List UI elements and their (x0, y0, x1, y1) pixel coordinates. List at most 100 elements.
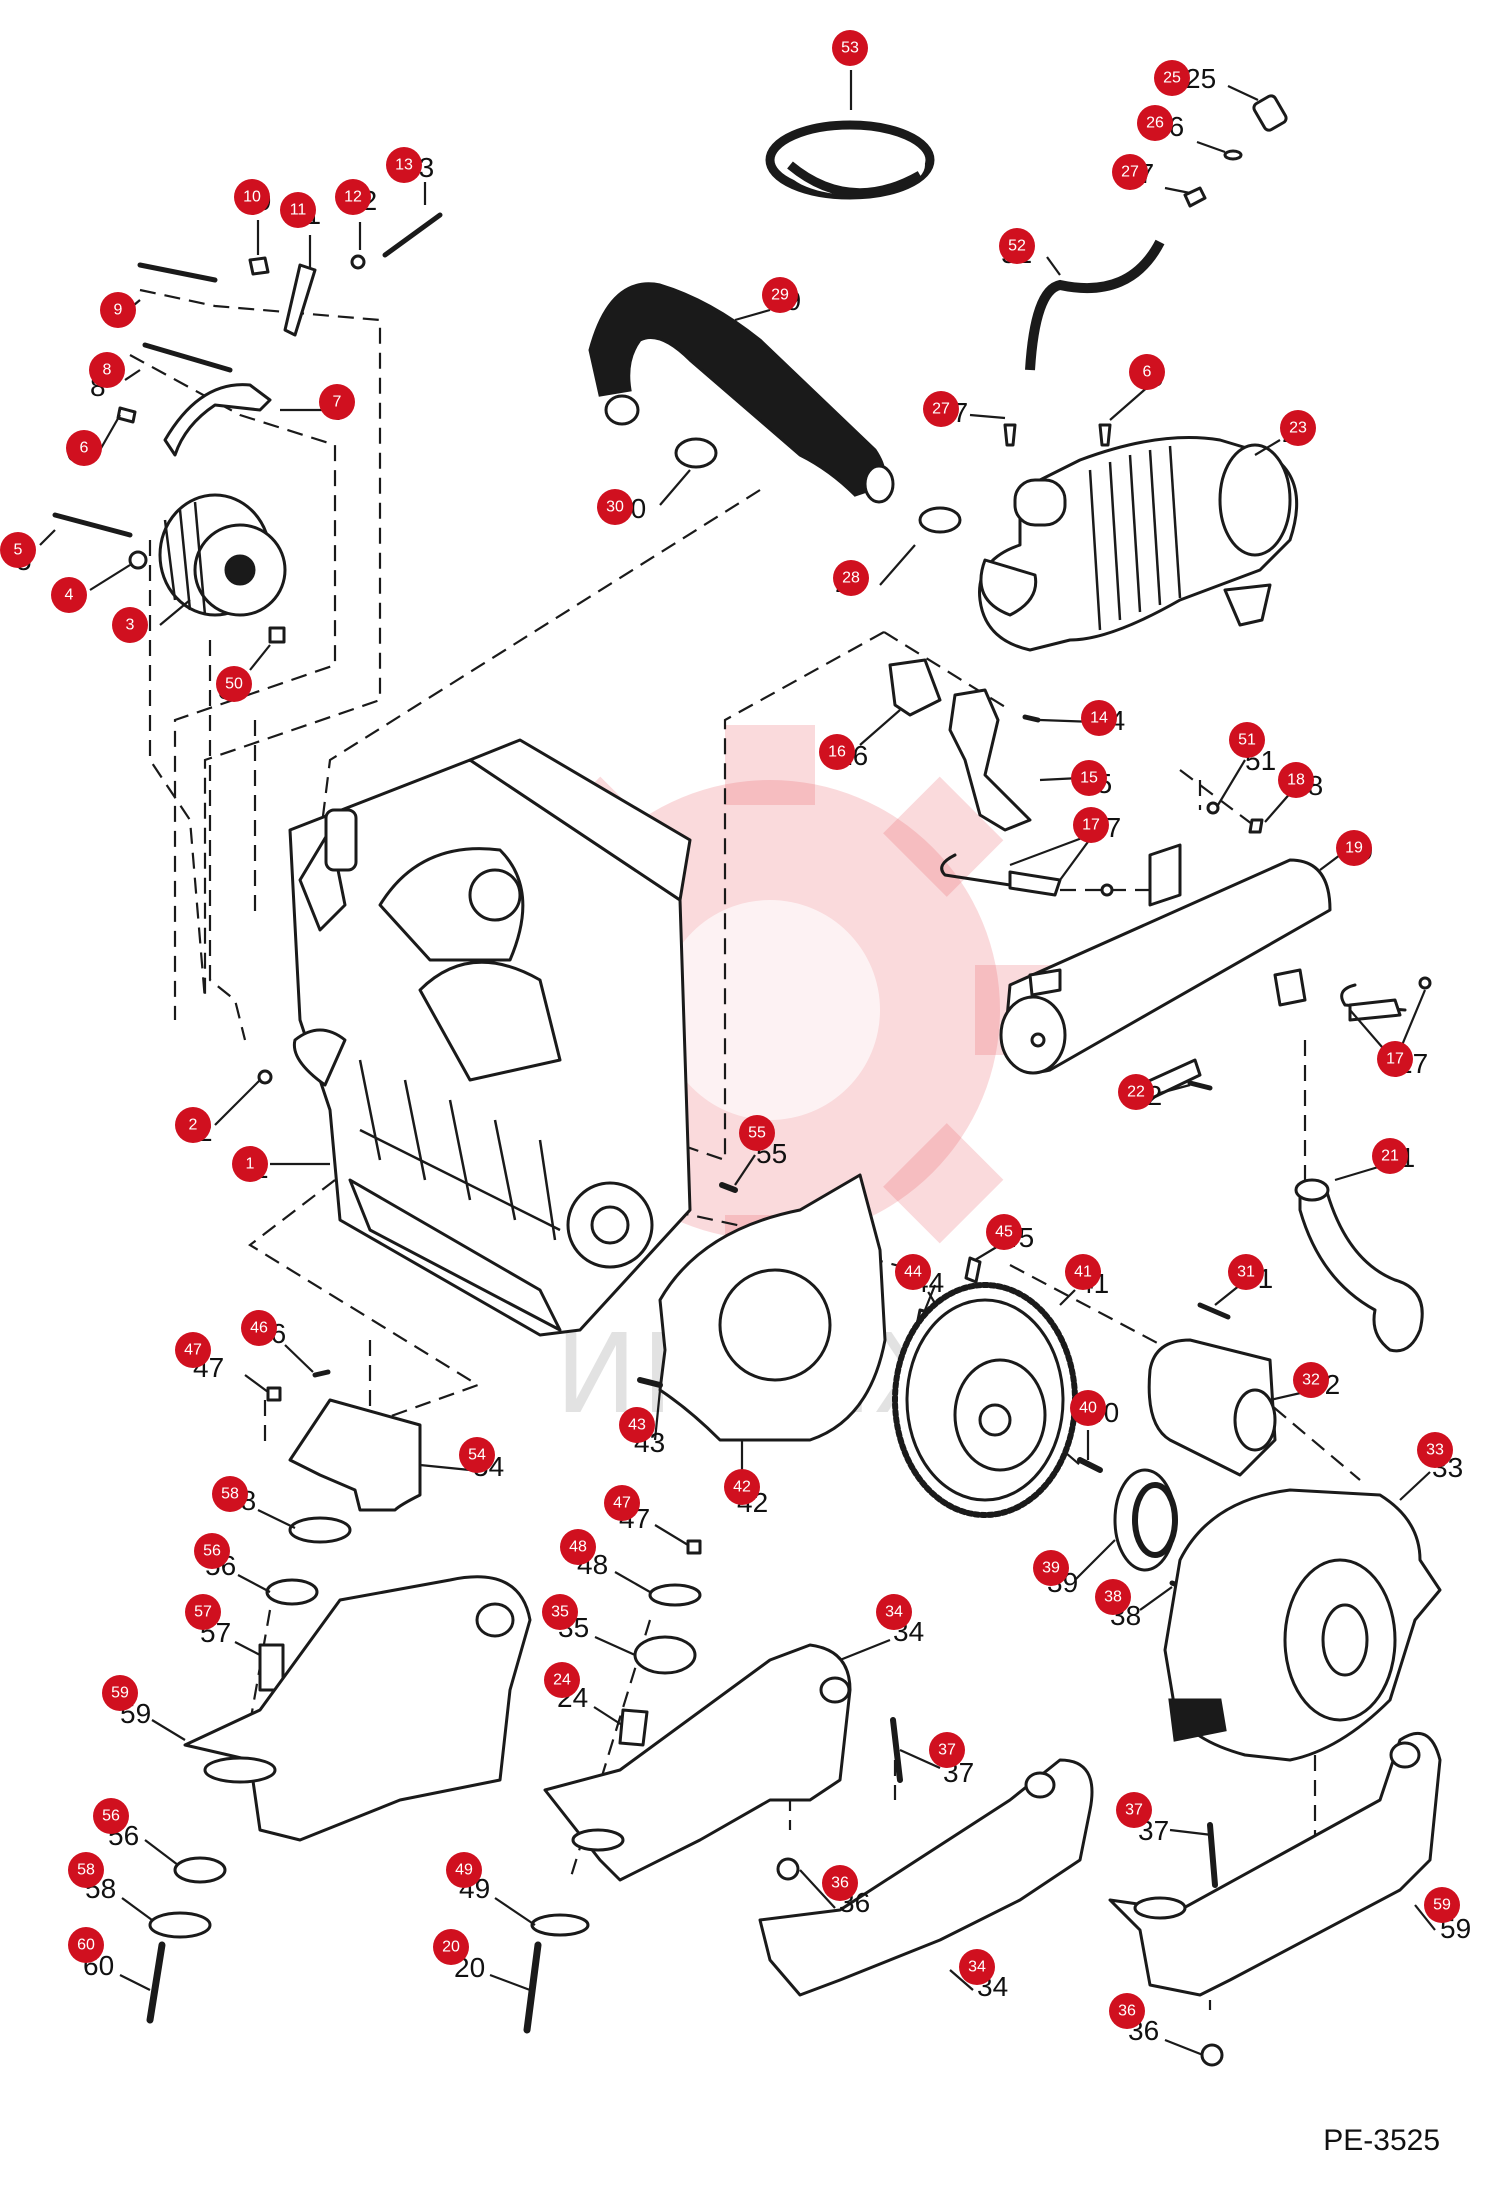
callout-badge: 19 (1336, 830, 1372, 866)
callout-badge: 7 (319, 384, 355, 420)
callout-badge-label: 22 (1127, 1084, 1145, 1101)
callout-badge-circle (1070, 1390, 1106, 1426)
callout-badge-circle (1417, 1432, 1453, 1468)
callout-badge: 53 (832, 30, 868, 66)
callout-badge-label: 56 (203, 1543, 221, 1560)
callout-badge-circle (1372, 1138, 1408, 1174)
exhaust-elbow (888, 658, 1041, 832)
callout-badge-circle (216, 666, 252, 702)
callout-badge-circle (1071, 760, 1107, 796)
callout-badge-label: 6 (1143, 364, 1152, 381)
callout-badge-circle (895, 1254, 931, 1290)
callout-badge: 48 (560, 1529, 596, 1565)
callout-badge-label: 37 (1125, 1802, 1143, 1819)
callout-badge-circle (280, 192, 316, 228)
callout-badge: 15 (1071, 760, 1107, 796)
callout-badge-label: 20 (442, 1939, 460, 1956)
callout-badge-label: 45 (995, 1224, 1013, 1241)
callout-badge: 31 (1228, 1254, 1264, 1290)
callout-badge-circle (819, 734, 855, 770)
callout-badge-circle (446, 1852, 482, 1888)
callout-badge: 37 (1116, 1792, 1152, 1828)
muffler (999, 843, 1332, 1102)
callout-badge-label: 34 (885, 1604, 903, 1621)
callout-badge-circle (832, 30, 868, 66)
callout-badge-circle (51, 577, 87, 613)
callout-badge-label: 25 (1163, 70, 1181, 87)
callout-badge: 30 (597, 489, 633, 525)
callout-badge-label: 1 (246, 1156, 255, 1173)
callout-badge: 4 (51, 577, 87, 613)
alternator (158, 493, 287, 644)
callout-badge-circle (1081, 700, 1117, 736)
callout-badge-circle (100, 292, 136, 328)
callout-badge-label: 35 (551, 1604, 569, 1621)
callout-badge: 27 (923, 391, 959, 427)
callout-badge-label: 59 (111, 1685, 129, 1702)
tailpipe (1294, 1178, 1424, 1353)
callout-badge: 26 (1137, 105, 1173, 141)
callout-badge: 28 (833, 560, 869, 596)
callout-badge-label: 26 (1146, 115, 1164, 132)
callout-badge: 22 (1118, 1074, 1154, 1110)
callout-badge: 14 (1081, 700, 1117, 736)
callout-badge-label: 60 (77, 1937, 95, 1954)
callout-badge: 3 (112, 607, 148, 643)
callout-badge-label: 36 (1118, 2003, 1136, 2020)
callout-badge: 39 (1033, 1550, 1069, 1586)
callout-badge-label: 4 (65, 587, 74, 604)
part-number: 25 (1185, 63, 1216, 94)
callout-badge-circle (544, 1662, 580, 1698)
callout-badge-label: 28 (842, 570, 860, 587)
callout-badge-circle (234, 179, 270, 215)
muffler-clamps (940, 801, 1432, 1022)
callout-badge-label: 37 (938, 1742, 956, 1759)
left-engine-mount (146, 1369, 532, 2024)
callout-badge-circle (68, 1927, 104, 1963)
callout-badge-circle (1229, 722, 1265, 758)
callout-badge-label: 44 (904, 1264, 922, 1281)
callout-badge-circle (194, 1533, 230, 1569)
callout-badge-label: 57 (194, 1604, 212, 1621)
callout-badge-circle (1033, 1550, 1069, 1586)
callout-badge-label: 15 (1080, 770, 1098, 787)
flywheel-housing (1163, 1488, 1442, 1762)
callout-badge-label: 13 (395, 157, 413, 174)
callout-badge-circle (1293, 1362, 1329, 1398)
callout-badge: 47 (175, 1332, 211, 1368)
callout-badge: 37 (929, 1732, 965, 1768)
callout-badge: 38 (1095, 1579, 1131, 1615)
callout-badge: 44 (895, 1254, 931, 1290)
callout-badge-circle (1065, 1254, 1101, 1290)
callout-badge-circle (1137, 105, 1173, 141)
callout-badge-circle (68, 1852, 104, 1888)
callout-badge-circle (102, 1675, 138, 1711)
callout-badge-circle (89, 352, 125, 388)
callout-badge: 23 (1280, 410, 1316, 446)
callout-badge-label: 33 (1426, 1442, 1444, 1459)
callout-badge: 32 (1293, 1362, 1329, 1398)
callout-badge-circle (335, 179, 371, 215)
callout-badge: 18 (1278, 762, 1314, 798)
callout-badge-circle (319, 384, 355, 420)
callout-badge-label: 54 (468, 1447, 486, 1464)
callout-badge-label: 17 (1082, 817, 1100, 834)
sensor-fittings (1003, 94, 1288, 447)
callout-badge-label: 30 (606, 499, 624, 516)
callout-badge: 12 (335, 179, 371, 215)
callout-badge-circle (959, 1949, 995, 1985)
callout-badge-label: 43 (628, 1417, 646, 1434)
callout-badge-label: 14 (1090, 710, 1108, 727)
callout-badge-circle (459, 1437, 495, 1473)
callout-badge-circle (232, 1146, 268, 1182)
callout-badge-circle (724, 1469, 760, 1505)
callout-badge: 24 (544, 1662, 580, 1698)
callout-badge-label: 41 (1074, 1264, 1092, 1281)
callout-badge: 34 (876, 1594, 912, 1630)
callout-badge-label: 8 (103, 362, 112, 379)
callout-badge-circle (822, 1865, 858, 1901)
callout-badge-label: 24 (553, 1672, 571, 1689)
callout-badge: 33 (1417, 1432, 1453, 1468)
callout-badge: 6 (1129, 354, 1165, 390)
